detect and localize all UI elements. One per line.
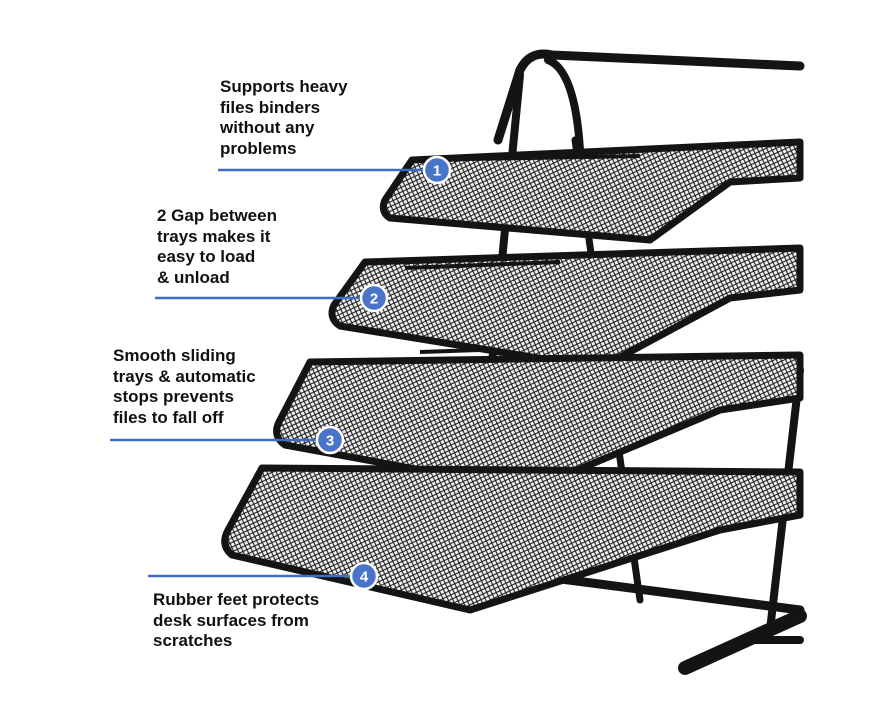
callout-badge-2: 2 xyxy=(359,283,389,313)
badge-number-3: 3 xyxy=(326,433,334,450)
badge-number-2: 2 xyxy=(370,291,378,308)
callout-text-2: 2 Gap between trays makes it easy to loa… xyxy=(157,206,277,287)
callout-text-4: Rubber feet protects desk surfaces from … xyxy=(153,590,320,650)
callout-badge-3: 3 xyxy=(315,425,345,455)
badge-number-4: 4 xyxy=(360,569,369,586)
callout-text-3: Smooth sliding trays & automatic stops p… xyxy=(113,346,256,427)
callout-badge-1: 1 xyxy=(422,155,452,185)
callout-text-1: Supports heavy files binders without any… xyxy=(220,77,348,158)
callout-badge-4: 4 xyxy=(349,561,379,591)
tray-2 xyxy=(328,244,804,372)
badge-number-1: 1 xyxy=(433,163,441,180)
tray-4 xyxy=(221,464,804,614)
tray-1 xyxy=(379,138,804,244)
callout-lines xyxy=(110,168,424,578)
